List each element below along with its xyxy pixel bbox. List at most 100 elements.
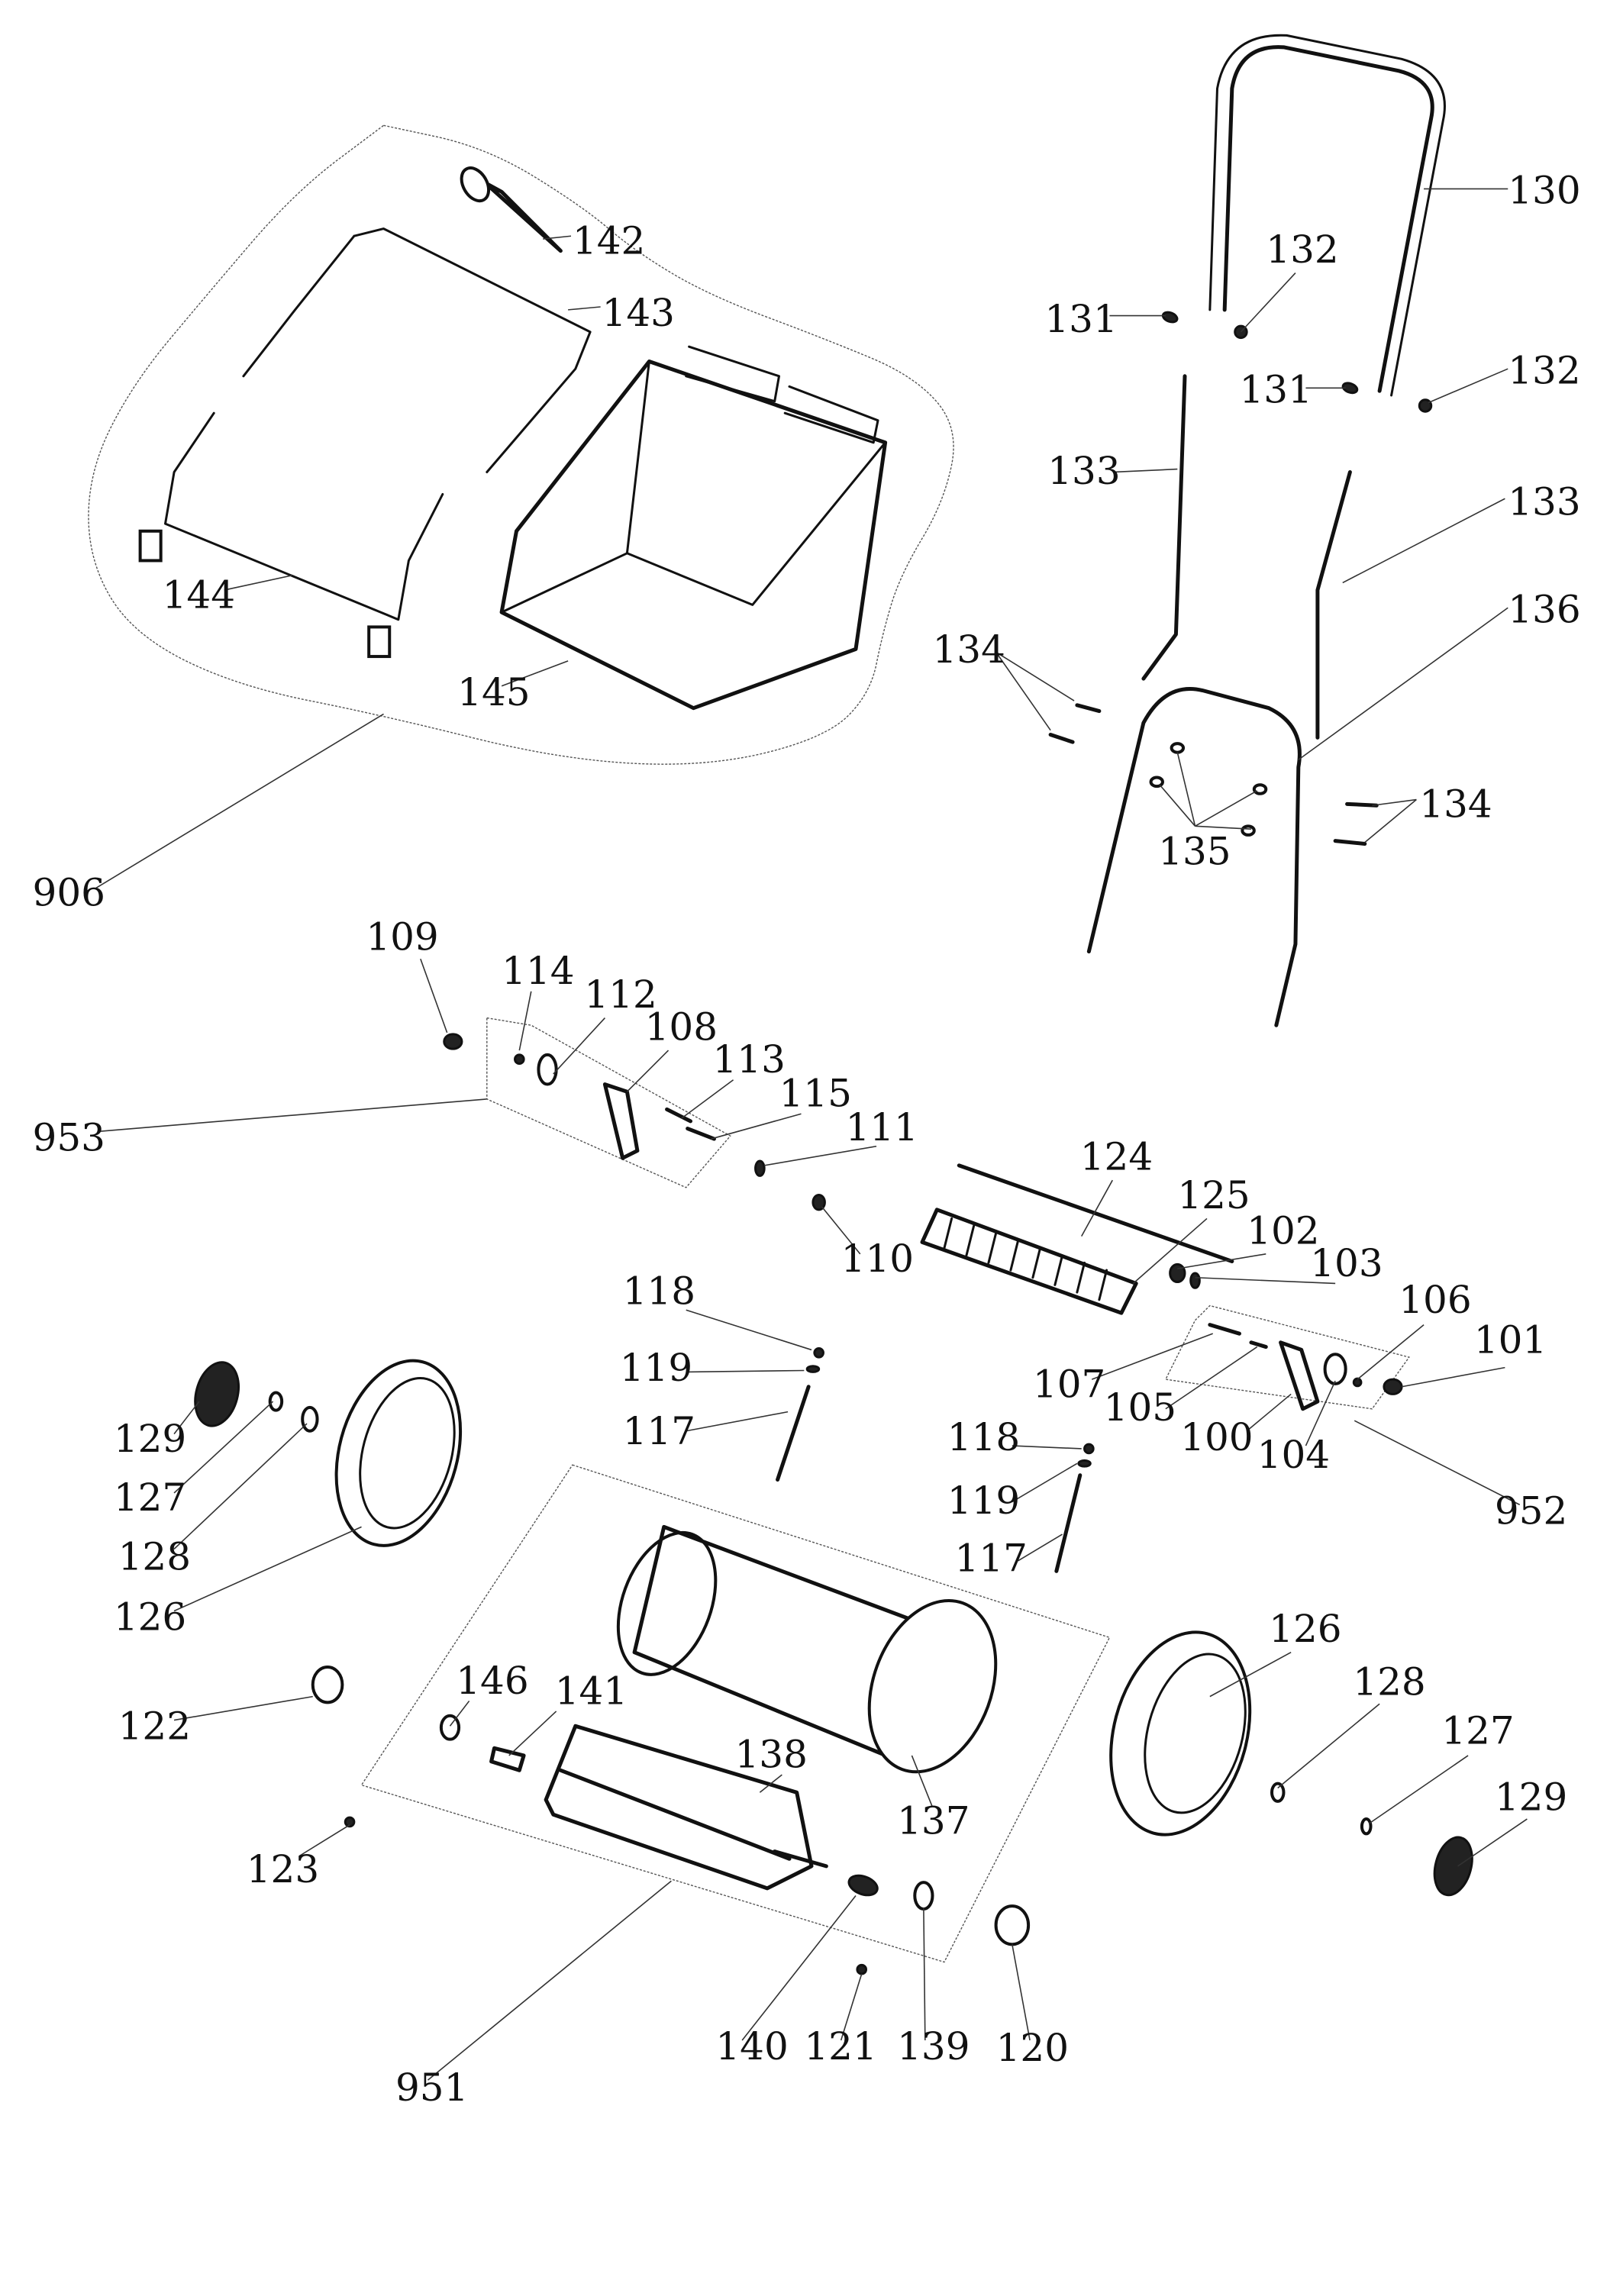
- part-label-135: 135: [1158, 830, 1231, 874]
- part-143-frame-left-top: [242, 234, 356, 378]
- part-134-bolt-2: [1048, 732, 1075, 744]
- leader-line-127a: [173, 1401, 274, 1494]
- leader-line-134a: [995, 651, 1075, 701]
- leader-line-952: [1354, 1420, 1521, 1506]
- part-135-washer-2: [1149, 776, 1164, 788]
- leader-line-117a: [686, 1411, 789, 1432]
- part-label-142: 142: [573, 218, 645, 263]
- leader-line-139: [923, 1907, 926, 2040]
- part-label-126a: 126: [114, 1595, 186, 1640]
- leader-line-113: [681, 1079, 734, 1119]
- part-145-bin-outline: [499, 360, 888, 711]
- part-label-107: 107: [1033, 1362, 1105, 1406]
- leader-line-102: [1177, 1253, 1266, 1269]
- part-141-shaft: [489, 1746, 526, 1772]
- part-label-123: 123: [247, 1847, 319, 1891]
- leader-line-120: [1012, 1944, 1031, 2041]
- part-101-bolt: [1383, 1378, 1403, 1395]
- part-label-101: 101: [1474, 1317, 1547, 1362]
- part-134-bolt-4: [1333, 839, 1367, 846]
- part-142-cap: [460, 166, 491, 203]
- part-130-handle-edge: [1208, 34, 1446, 397]
- leader-line-141: [508, 1711, 557, 1756]
- part-146-bearing: [439, 1714, 461, 1741]
- leader-line-144: [224, 574, 292, 591]
- part-104-washer: [1323, 1353, 1347, 1385]
- leader-line-119b: [1012, 1462, 1078, 1503]
- part-108-lever: [602, 1082, 640, 1160]
- part-label-138: 138: [734, 1732, 807, 1776]
- part-103-ring: [1189, 1272, 1201, 1289]
- part-125-roller-ring: [965, 1224, 976, 1257]
- leader-line-135: [1195, 825, 1251, 830]
- leader-line-135: [1159, 784, 1196, 827]
- part-125-roller-ring: [943, 1217, 953, 1250]
- part-133-tube-left: [1141, 374, 1187, 681]
- part-125-roller: [920, 1208, 1138, 1315]
- part-label-128b: 128: [1353, 1660, 1425, 1704]
- leader-line-133a: [1114, 468, 1178, 473]
- part-137-housing-end-left: [616, 1530, 718, 1676]
- part-122-gear: [311, 1665, 344, 1704]
- part-145-bin-inner-left: [500, 360, 650, 614]
- part-label-132a: 132: [1266, 227, 1338, 272]
- part-label-131a: 131: [1044, 297, 1117, 341]
- part-label-102: 102: [1247, 1208, 1319, 1253]
- part-label-121: 121: [804, 2024, 876, 2069]
- part-117-rod-bottom: [1054, 1473, 1083, 1573]
- part-135-washer-1: [1170, 742, 1186, 754]
- part-label-112: 112: [584, 972, 657, 1017]
- part-label-145: 145: [457, 670, 530, 714]
- leader-line-126b: [1209, 1651, 1292, 1698]
- part-112-washer: [537, 1053, 558, 1086]
- group-outline-953: [486, 1017, 731, 1188]
- leader-line-135: [1176, 752, 1196, 827]
- leader-line-125: [1132, 1217, 1208, 1285]
- leader-line-117b: [1018, 1533, 1063, 1562]
- part-134-bolt-1: [1075, 703, 1102, 714]
- part-label-100: 100: [1180, 1415, 1253, 1459]
- part-label-143: 143: [602, 291, 675, 335]
- part-100-lever: [1279, 1340, 1320, 1411]
- part-144-frame-bottom: [164, 411, 444, 621]
- part-111-ring: [754, 1159, 766, 1177]
- diagram-artwork: [88, 34, 1473, 1975]
- leader-line-110: [821, 1206, 861, 1255]
- leader-line-138: [759, 1774, 782, 1793]
- part-126-wheel-left: [334, 1359, 463, 1547]
- leader-line-134a: [995, 651, 1051, 731]
- part-125-roller-ring: [1031, 1246, 1042, 1279]
- part-129-cap-right: [1433, 1836, 1473, 1897]
- part-126-wheel-left-rim: [359, 1377, 456, 1530]
- part-label-106: 106: [1399, 1278, 1471, 1322]
- leader-line-114: [518, 991, 532, 1051]
- leader-line-136: [1298, 607, 1508, 761]
- leader-line-121: [840, 1973, 863, 2041]
- part-133-tube-right: [1315, 470, 1352, 740]
- part-label-118a: 118: [623, 1269, 695, 1314]
- leader-line-104: [1305, 1380, 1336, 1446]
- part-125-roller-ring: [1053, 1254, 1064, 1286]
- part-129-cap-left: [194, 1361, 240, 1427]
- part-119-washer-bottom: [1077, 1459, 1092, 1468]
- part-130-handle: [1222, 45, 1434, 393]
- assembly-label-953: 953: [33, 1116, 105, 1160]
- leader-line-100: [1246, 1393, 1292, 1432]
- part-110-nut: [812, 1194, 826, 1211]
- leader-line-133b: [1342, 498, 1505, 584]
- leader-line-129a: [173, 1401, 200, 1435]
- part-135-washer-3: [1252, 783, 1268, 795]
- part-label-105: 105: [1104, 1385, 1176, 1430]
- part-label-114: 114: [502, 949, 574, 993]
- part-128-washer-left: [301, 1405, 319, 1433]
- leader-line-951: [427, 1880, 672, 2081]
- part-label-117b: 117: [954, 1536, 1027, 1580]
- part-117-rod-top: [776, 1385, 811, 1482]
- part-label-115: 115: [779, 1072, 851, 1116]
- part-label-108: 108: [645, 1005, 718, 1050]
- leader-line-140: [741, 1895, 857, 2041]
- leader-lines: [95, 188, 1528, 2081]
- leader-line-129b: [1457, 1818, 1528, 1867]
